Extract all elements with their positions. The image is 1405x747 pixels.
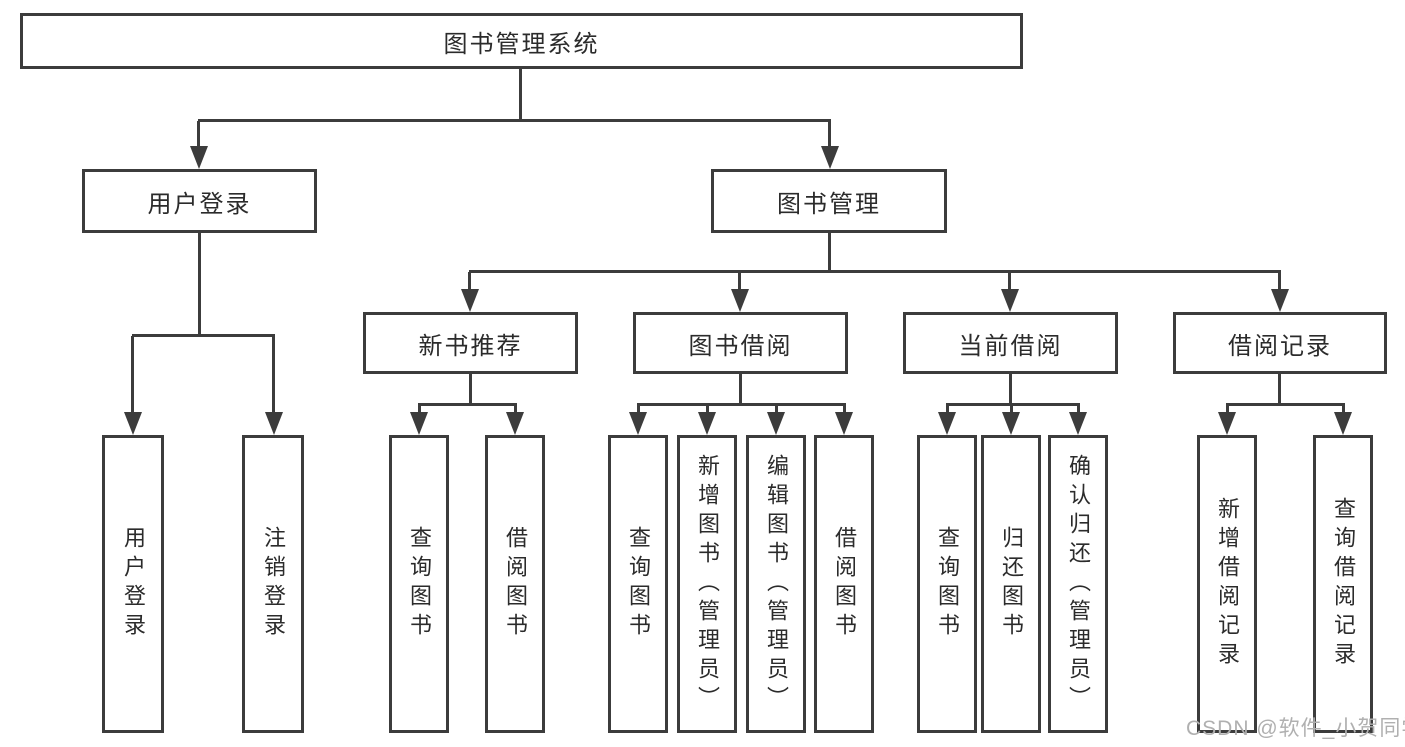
connector-line (828, 121, 831, 148)
connector-line (775, 403, 778, 414)
leaf-label: 查询图书 (626, 526, 651, 642)
leaf-label: 编辑图书（管理员） (764, 453, 789, 715)
node-book-borrowing: 图书借阅 (633, 312, 848, 374)
connector-line (637, 403, 640, 414)
node-label: 新书推荐 (418, 332, 523, 360)
leaf-label: 确认归还（管理员） (1066, 453, 1091, 715)
leaf-add-borrow-record: 新增借阅记录 (1197, 435, 1257, 733)
connector-bar (946, 403, 1080, 406)
arrowhead-down-icon (821, 146, 839, 169)
leaf-label: 新增借阅记录 (1215, 497, 1240, 671)
connector-line (197, 121, 200, 148)
node-label: 图书借阅 (688, 332, 793, 360)
arrowhead-down-icon (1002, 412, 1020, 435)
connector-line (468, 272, 471, 291)
node-label: 当前借阅 (958, 332, 1063, 360)
arrowhead-down-icon (629, 412, 647, 435)
leaf-add-books-admin: 新增图书（管理员） (677, 435, 737, 733)
leaf-return-books: 归还图书 (981, 435, 1041, 733)
arrowhead-down-icon (1069, 412, 1087, 435)
leaf-borrow-books: 借阅图书 (814, 435, 874, 733)
node-label: 用户登录 (147, 190, 252, 218)
arrowhead-down-icon (731, 289, 749, 312)
connector-line (1077, 403, 1080, 414)
connector-bar (1226, 403, 1345, 406)
leaf-label: 注销登录 (261, 526, 286, 642)
connector-line (272, 336, 275, 414)
arrowhead-down-icon (1218, 412, 1236, 435)
connector-line (946, 403, 949, 414)
node-user-login: 用户登录 (82, 169, 317, 233)
leaf-user-login: 用户登录 (102, 435, 164, 733)
node-label: 借阅记录 (1228, 332, 1332, 360)
connector-bar (637, 403, 846, 406)
connector-level2-bar (198, 119, 831, 122)
leaf-query-books-borrow: 查询图书 (608, 435, 668, 733)
connector-line (1008, 272, 1011, 291)
connector-root-stem (519, 69, 522, 122)
connector-line (1342, 403, 1345, 414)
leaf-query-borrow-record: 查询借阅记录 (1313, 435, 1373, 733)
connector-level3-bar (469, 270, 1281, 273)
arrowhead-down-icon (190, 146, 208, 169)
connector-user-login-bar (132, 334, 275, 337)
node-borrowing-records: 借阅记录 (1173, 312, 1387, 374)
arrowhead-down-icon (461, 289, 479, 312)
node-new-book-recommend: 新书推荐 (363, 312, 578, 374)
connector-line (706, 403, 709, 414)
leaf-label: 查询借阅记录 (1331, 497, 1356, 671)
leaf-borrow-books-recommend: 借阅图书 (485, 435, 545, 733)
leaf-confirm-return-admin: 确认归还（管理员） (1048, 435, 1108, 733)
node-book-management: 图书管理 (711, 169, 947, 233)
leaf-query-books-current: 查询图书 (917, 435, 977, 733)
arrowhead-down-icon (1334, 412, 1352, 435)
connector-line (1278, 272, 1281, 291)
arrowhead-down-icon (265, 412, 283, 435)
arrowhead-down-icon (698, 412, 716, 435)
arrowhead-down-icon (835, 412, 853, 435)
leaf-label: 借阅图书 (503, 526, 528, 642)
connector-stem (1278, 374, 1281, 406)
arrowhead-down-icon (938, 412, 956, 435)
leaf-edit-books-admin: 编辑图书（管理员） (746, 435, 806, 733)
arrowhead-down-icon (410, 412, 428, 435)
connector-book-mgmt-stem (828, 233, 831, 273)
connector-bar (418, 403, 517, 406)
connector-line (738, 272, 741, 291)
connector-line (514, 403, 517, 414)
node-label: 图书管理 (777, 190, 881, 218)
connector-line (418, 403, 421, 414)
csdn-watermark: CSDN @软件_小贺同学 (1186, 717, 1405, 740)
arrowhead-down-icon (124, 412, 142, 435)
arrowhead-down-icon (1271, 289, 1289, 312)
connector-line (843, 403, 846, 414)
node-library-management-system: 图书管理系统 (20, 13, 1023, 69)
leaf-label: 查询图书 (407, 526, 432, 642)
connector-stem (469, 374, 472, 406)
arrowhead-down-icon (767, 412, 785, 435)
leaf-label: 归还图书 (999, 526, 1024, 642)
leaf-query-books-recommend: 查询图书 (389, 435, 449, 733)
leaf-label: 用户登录 (121, 526, 146, 642)
leaf-logout: 注销登录 (242, 435, 304, 733)
arrowhead-down-icon (506, 412, 524, 435)
node-label: 图书管理系统 (443, 30, 600, 58)
node-current-borrowing: 当前借阅 (903, 312, 1118, 374)
leaf-label: 借阅图书 (832, 526, 857, 642)
connector-stem (1009, 374, 1012, 406)
arrowhead-down-icon (1001, 289, 1019, 312)
connector-stem (739, 374, 742, 406)
connector-line (1226, 403, 1229, 414)
connector-line (1010, 403, 1013, 414)
connector-user-login-stem (198, 233, 201, 337)
leaf-label: 查询图书 (935, 526, 960, 642)
connector-line (131, 336, 134, 414)
leaf-label: 新增图书（管理员） (695, 453, 720, 715)
